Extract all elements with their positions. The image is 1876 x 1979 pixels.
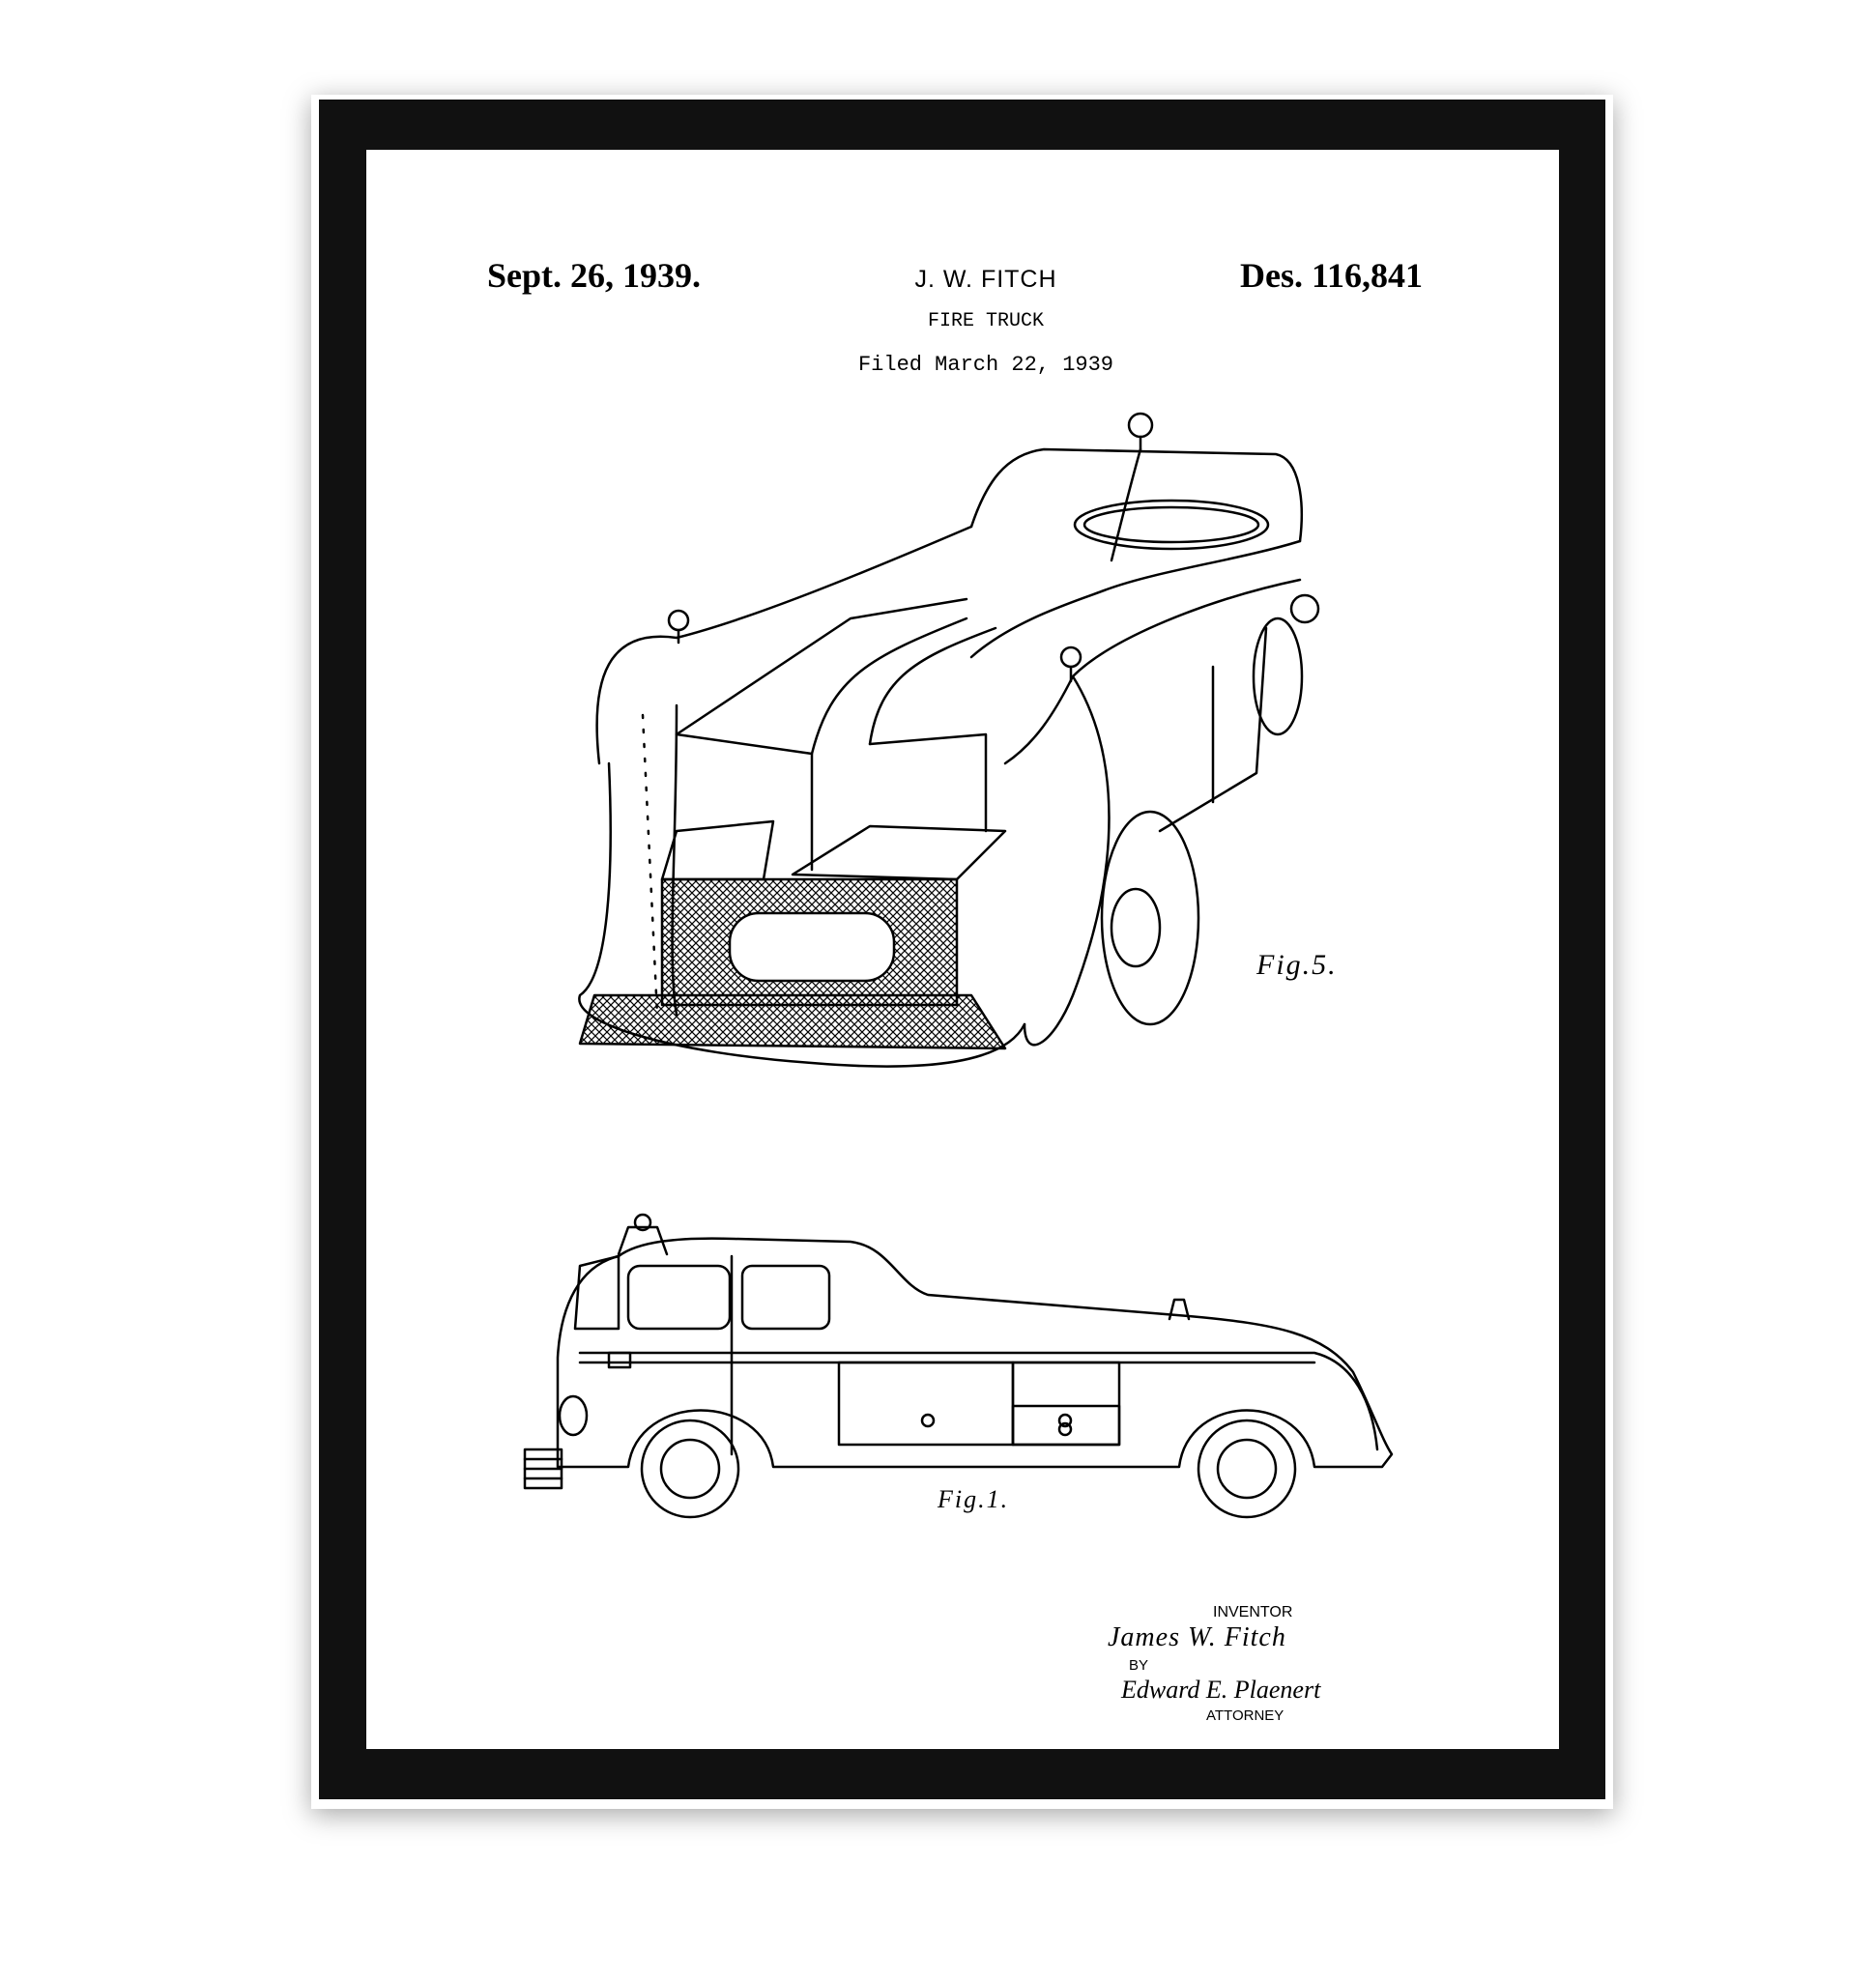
patent-filed-date: Filed March 22, 1939 <box>857 353 1114 377</box>
attorney-signature: Edward E. Plaenert <box>1121 1676 1321 1704</box>
patent-date: Sept. 26, 1939. <box>487 256 702 295</box>
fire-truck-perspective-drawing <box>578 412 1320 1068</box>
figure-5-label: Fig.5. <box>1256 949 1338 981</box>
inventor-label: INVENTOR <box>1213 1604 1293 1620</box>
patent-number: Des. 116,841 <box>1240 256 1423 295</box>
patent-print <box>366 150 1559 1749</box>
figure-1-label: Fig.1. <box>938 1485 1010 1513</box>
inventor-name: James W. Fitch <box>1108 1622 1286 1652</box>
fire-truck-side-view-drawing <box>523 1213 1394 1519</box>
attorney-label: ATTORNEY <box>1206 1707 1284 1724</box>
patent-inventor-header: J. W. FITCH <box>914 266 1057 293</box>
patent-title: FIRE TRUCK <box>927 310 1045 332</box>
by-label: BY <box>1129 1657 1149 1674</box>
